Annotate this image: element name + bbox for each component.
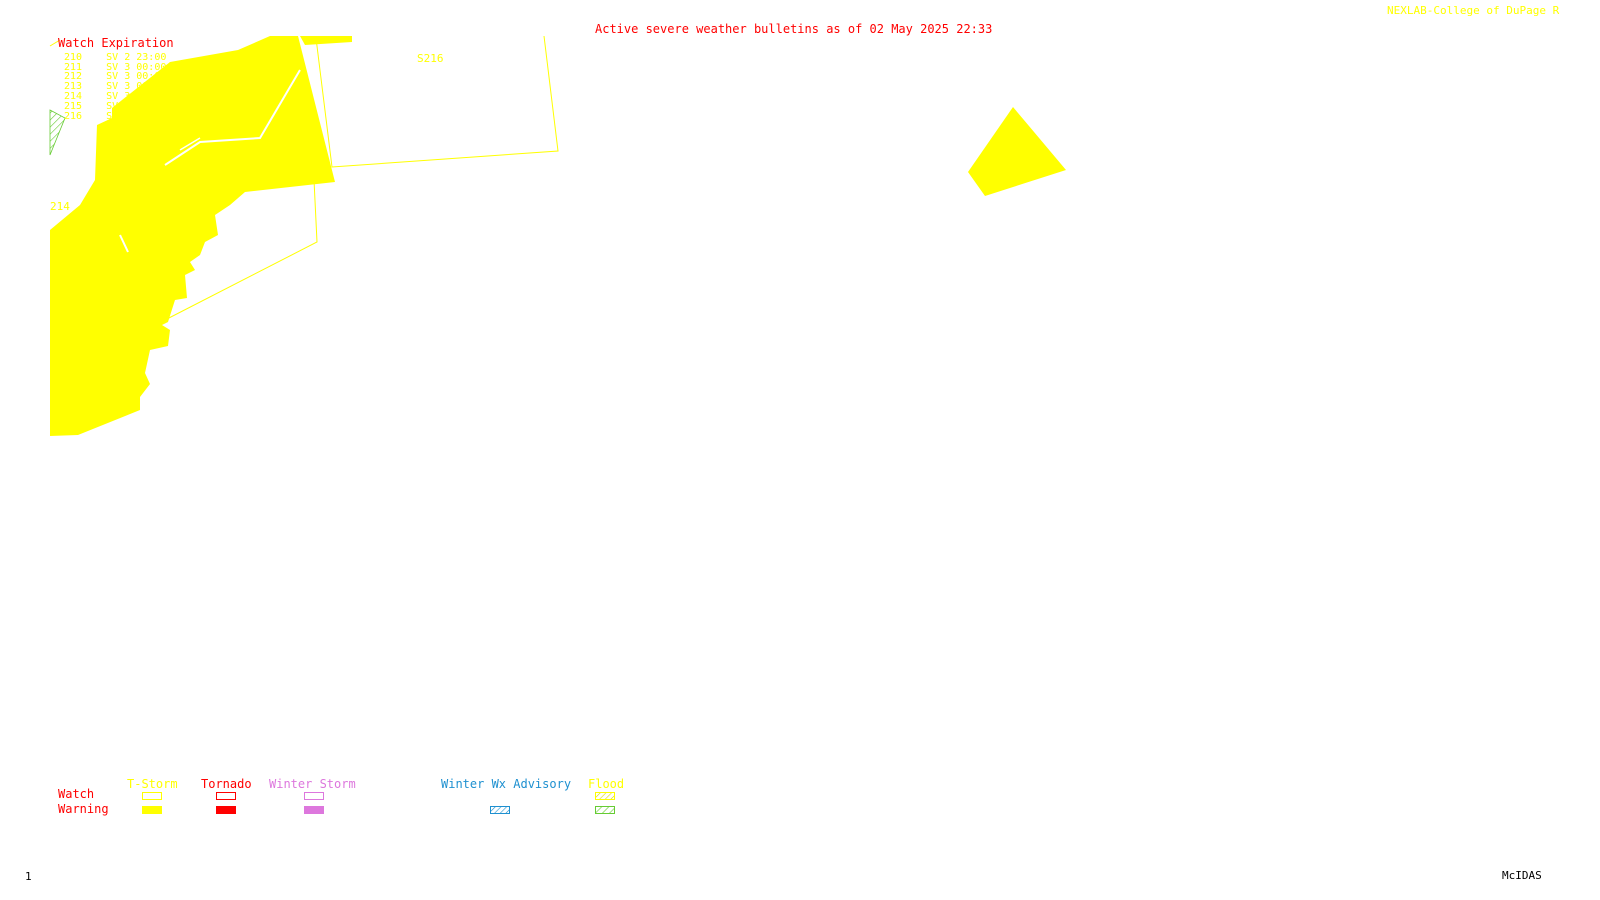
tstorm-warning-region-east bbox=[968, 107, 1066, 196]
tstorm-warning-region-west bbox=[50, 36, 335, 436]
watch-row: 211 SV 3 00:00 bbox=[64, 62, 167, 73]
watch-outline-s216 bbox=[315, 35, 559, 168]
software-label: McIDAS bbox=[1502, 869, 1542, 882]
tstorm-warning-strip-top bbox=[300, 36, 352, 45]
credit-text: NEXLAB-College of DuPage R bbox=[1387, 4, 1560, 17]
legend-row-warning: Warning bbox=[58, 802, 109, 816]
legend-flood-watch bbox=[595, 792, 615, 800]
frame-number: 1 bbox=[25, 870, 32, 883]
legend-label-tornado: Tornado bbox=[201, 777, 252, 791]
watch-row: 214 SV 3 00:00 bbox=[64, 91, 167, 102]
watch-row: 210 SV 2 23:00 bbox=[64, 52, 167, 63]
legend-winter-storm-watch bbox=[304, 792, 324, 800]
watch-outline-214 bbox=[164, 179, 318, 321]
legend-label-flood: Flood bbox=[588, 777, 625, 791]
watch-label-s216: S216 bbox=[417, 52, 444, 65]
page-title: Active severe weather bulletins as of 02… bbox=[595, 22, 993, 36]
watch-row: 215 SV 3 00:00 bbox=[64, 101, 167, 112]
watch-row: 213 SV 3 00:00 bbox=[64, 81, 167, 92]
legend-label-winter-storm: Winter Storm bbox=[269, 777, 356, 791]
watch-row: 212 SV 3 00:00 bbox=[64, 71, 167, 82]
watch-expiration-heading: Watch Expiration bbox=[58, 36, 174, 50]
legend-flood-warning bbox=[595, 806, 615, 814]
legend-label-winter-wx-advisory: Winter Wx Advisory bbox=[441, 777, 572, 791]
legend-winter-storm-warning bbox=[304, 806, 324, 814]
legend-tornado-warning bbox=[216, 806, 236, 814]
watch-label-214: 214 bbox=[50, 200, 70, 213]
watch-row: 216 SV 3 00:00 bbox=[64, 111, 167, 122]
flood-warning-area bbox=[49, 109, 66, 156]
legend-tstorm-warning bbox=[142, 806, 162, 814]
legend-tstorm-watch bbox=[142, 792, 162, 800]
legend-winter-wx-advisory-warning bbox=[490, 806, 510, 814]
legend-row-watch: Watch bbox=[58, 787, 95, 801]
legend-tornado-watch bbox=[216, 792, 236, 800]
legend-label-tstorm: T-Storm bbox=[127, 777, 178, 791]
